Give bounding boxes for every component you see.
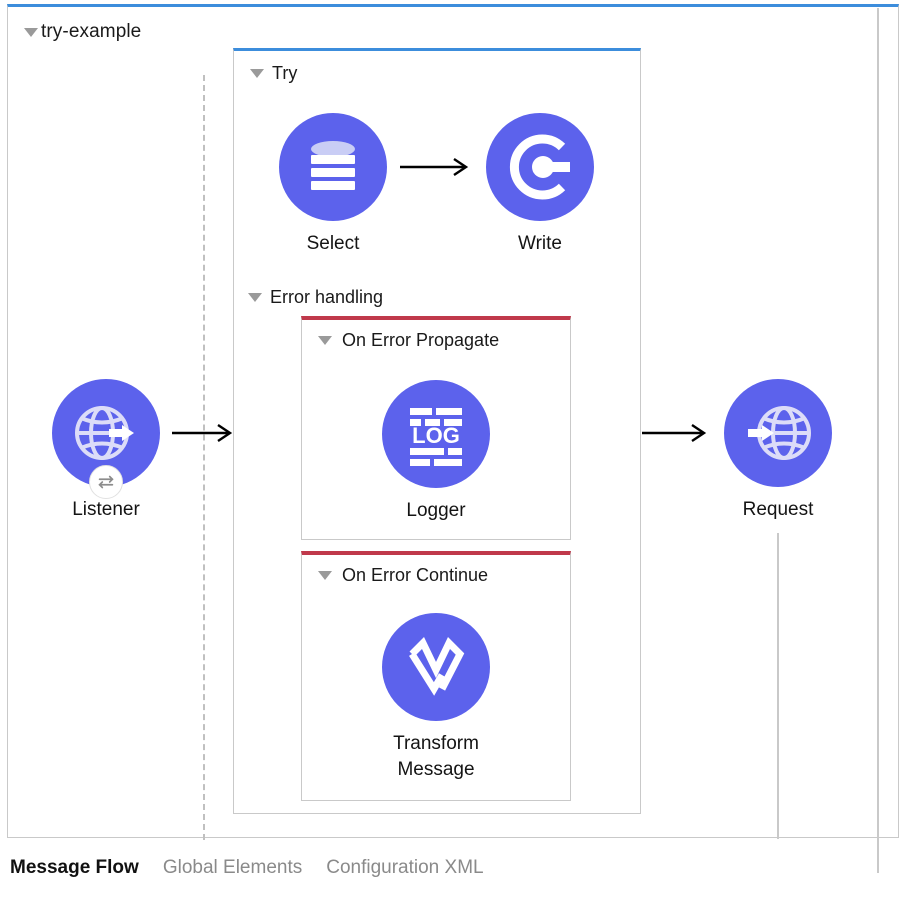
on-error-continue-label: On Error Continue xyxy=(342,565,489,585)
connector-c-icon xyxy=(509,134,570,200)
try-collapse-toggle-icon[interactable] xyxy=(250,69,264,78)
connector-try-to-request xyxy=(642,424,707,442)
logger-icon-circle[interactable]: LOG xyxy=(382,380,490,488)
node-select[interactable]: Select xyxy=(268,113,398,257)
node-write-label: Write xyxy=(518,233,562,254)
node-transform-message[interactable]: Transform Message xyxy=(371,613,501,783)
node-select-label: Select xyxy=(306,233,360,254)
globe-arrow-in-icon xyxy=(748,406,811,460)
on-error-propagate-scope[interactable]: On Error Propagate xyxy=(301,316,571,540)
select-icon-circle[interactable] xyxy=(279,113,387,221)
on-error-continue-collapse-toggle-icon[interactable] xyxy=(318,571,332,580)
error-handling-collapse-toggle-icon[interactable] xyxy=(248,293,262,302)
connector-listener-to-try xyxy=(172,424,233,442)
request-guide-line xyxy=(777,533,779,839)
node-transform-message-label: Transform Message xyxy=(393,733,479,780)
node-request-label: Request xyxy=(742,499,814,520)
node-listener[interactable]: Listener xyxy=(41,379,171,523)
node-logger-label: Logger xyxy=(406,500,466,521)
tab-configuration-xml[interactable]: Configuration XML xyxy=(326,857,484,878)
globe-arrow-out-icon xyxy=(75,406,134,460)
listener-icon-circle[interactable] xyxy=(52,379,160,499)
canvas-right-guide-line xyxy=(877,8,879,873)
flow-collapse-toggle-icon[interactable] xyxy=(24,28,38,37)
tab-message-flow[interactable]: Message Flow xyxy=(10,857,139,878)
transform-icon-circle[interactable] xyxy=(382,613,490,721)
flow-title: try-example xyxy=(41,21,142,42)
on-error-propagate-collapse-toggle-icon[interactable] xyxy=(318,336,332,345)
try-scope-label: Try xyxy=(272,63,298,83)
log-icon: LOG xyxy=(410,408,462,466)
listener-exchange-badge xyxy=(89,465,123,499)
editor-tabbar: Message Flow Global Elements Configurati… xyxy=(0,857,906,879)
error-handling-label: Error handling xyxy=(270,287,384,307)
flow-lifeline-dashed xyxy=(203,75,205,840)
transform-message-icon xyxy=(409,637,465,696)
svg-text:LOG: LOG xyxy=(412,423,460,448)
node-logger[interactable]: LOG Logger xyxy=(371,380,501,524)
tab-global-elements[interactable]: Global Elements xyxy=(162,857,303,878)
exchange-arrows-icon xyxy=(98,475,114,489)
database-icon xyxy=(311,141,355,190)
node-request[interactable]: Request xyxy=(713,379,843,523)
node-listener-label: Listener xyxy=(72,499,140,520)
on-error-propagate-label: On Error Propagate xyxy=(342,330,500,350)
node-write[interactable]: Write xyxy=(475,113,605,257)
write-icon-circle[interactable] xyxy=(486,113,594,221)
request-icon-circle[interactable] xyxy=(724,379,832,487)
connector-select-to-write xyxy=(400,158,469,176)
